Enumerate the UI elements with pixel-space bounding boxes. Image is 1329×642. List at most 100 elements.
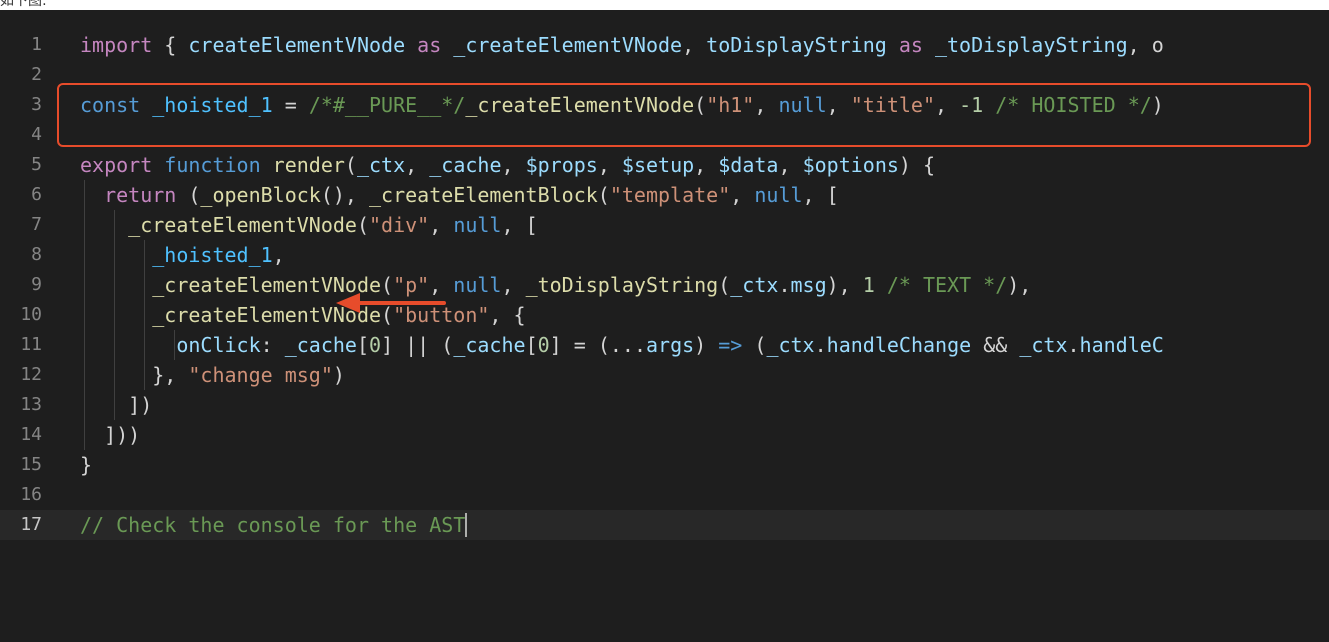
- code-token: ,: [429, 273, 454, 297]
- line-number: 7: [31, 214, 42, 235]
- code-token: , {: [489, 303, 526, 327]
- highlight-box: [57, 83, 1311, 147]
- code-token: ),: [826, 273, 863, 297]
- code-token: 0: [537, 333, 550, 357]
- code-token: },: [80, 363, 189, 387]
- code-token: ): [694, 333, 719, 357]
- code-line[interactable]: 6 return (_openBlock(), _createElementBl…: [0, 180, 1329, 210]
- code-token: ,: [694, 153, 719, 177]
- code-token: , [: [802, 183, 839, 207]
- code-token: _cache: [453, 333, 526, 357]
- code-token: ] || (: [381, 333, 454, 357]
- code-token: _createElementBlock: [369, 183, 598, 207]
- code-token: ]): [80, 393, 153, 417]
- code-line[interactable]: 9 _createElementVNode("p", null, _toDisp…: [0, 270, 1329, 300]
- code-token: ,: [429, 213, 454, 237]
- code-token: _hoisted_1: [152, 93, 273, 117]
- line-number: 12: [20, 364, 42, 385]
- line-number: 15: [20, 454, 42, 475]
- code-token: as: [886, 33, 935, 57]
- line-code: }, "change msg"): [80, 360, 345, 390]
- line-number: 3: [31, 94, 42, 115]
- code-token: _hoisted_1: [152, 243, 273, 267]
- code-token: {: [152, 33, 189, 57]
- line-code: _createElementVNode("div", null, [: [80, 210, 538, 240]
- code-token: ,: [730, 183, 755, 207]
- line-code: _createElementVNode("p", null, _toDispla…: [80, 270, 1031, 300]
- code-line[interactable]: 17 // Check the console for the AST: [0, 510, 1329, 540]
- code-line[interactable]: 10 _createElementVNode("button", {: [0, 300, 1329, 330]
- line-code: import { createElementVNode as _createEl…: [80, 30, 1164, 60]
- code-line[interactable]: 12 }, "change msg"): [0, 360, 1329, 390]
- code-line[interactable]: 14 ])): [0, 420, 1329, 450]
- code-token: _createElementVNode: [128, 213, 357, 237]
- indent-guide: [144, 240, 145, 390]
- code-token: .: [814, 333, 827, 357]
- indent-guide: [84, 180, 85, 450]
- code-token: (: [597, 183, 610, 207]
- code-token: ] = (...: [549, 333, 646, 357]
- code-token: (: [694, 93, 707, 117]
- code-token: handleChange: [826, 333, 972, 357]
- code-token: ),: [1007, 273, 1032, 297]
- code-line[interactable]: 7 _createElementVNode("div", null, [: [0, 210, 1329, 240]
- code-token: "p": [393, 273, 430, 297]
- code-token: "div": [369, 213, 430, 237]
- line-code: return (_openBlock(), _createElementBloc…: [80, 180, 839, 210]
- code-token: return: [80, 183, 177, 207]
- line-number: 1: [31, 34, 42, 55]
- code-token: msg: [790, 273, 827, 297]
- code-token: ): [332, 363, 345, 387]
- code-line[interactable]: 11 onClick: _cache[0] || (_cache[0] = (.…: [0, 330, 1329, 360]
- line-number: 5: [31, 154, 42, 175]
- code-editor[interactable]: 1 import { createElementVNode as _createE…: [0, 10, 1329, 642]
- line-number: 17: [20, 514, 42, 535]
- code-line[interactable]: 4: [0, 120, 1329, 150]
- line-number: 13: [20, 394, 42, 415]
- code-token: // Check the console for the AST: [80, 513, 466, 537]
- page-caption: 如下图:: [0, 0, 47, 9]
- code-token: [80, 303, 152, 327]
- code-token: (: [356, 213, 369, 237]
- line-number: 11: [20, 334, 42, 355]
- code-line[interactable]: 1 import { createElementVNode as _createE…: [0, 30, 1329, 60]
- code-token: _createElementVNode: [465, 93, 695, 117]
- code-token: .: [778, 273, 791, 297]
- code-token: [80, 243, 152, 267]
- code-token: ,: [778, 153, 803, 177]
- code-token: handleC: [1079, 333, 1164, 357]
- code-line[interactable]: 15}: [0, 450, 1329, 480]
- code-token: _ctx: [356, 153, 406, 177]
- code-line[interactable]: 8 _hoisted_1,: [0, 240, 1329, 270]
- code-line[interactable]: 2: [0, 60, 1329, 90]
- code-token: [261, 153, 273, 177]
- code-token: :: [260, 333, 285, 357]
- code-token: $options: [802, 153, 899, 177]
- code-token: (: [718, 273, 731, 297]
- code-token: _ctx: [730, 273, 779, 297]
- code-token: _createElementVNode: [152, 273, 382, 297]
- code-line[interactable]: 13 ]): [0, 390, 1329, 420]
- code-token: [152, 153, 164, 177]
- line-number: 10: [20, 304, 42, 325]
- code-token: ,: [272, 243, 285, 267]
- code-token: 0: [369, 333, 382, 357]
- code-token: as: [405, 33, 454, 57]
- line-number: 4: [31, 124, 42, 145]
- code-token: [875, 273, 887, 297]
- line-number: 6: [31, 184, 42, 205]
- code-token: toDisplayString: [706, 33, 887, 57]
- code-token: , [: [501, 213, 538, 237]
- code-token: [80, 213, 128, 237]
- code-line[interactable]: 16: [0, 480, 1329, 510]
- arrow-icon: [336, 293, 446, 313]
- code-token: ,: [826, 93, 851, 117]
- code-token: _ctx: [766, 333, 815, 357]
- line-number: 9: [31, 274, 42, 295]
- code-token: -1: [959, 93, 984, 117]
- code-token: null: [778, 93, 827, 117]
- code-token: [80, 333, 176, 357]
- code-token: render: [272, 153, 345, 177]
